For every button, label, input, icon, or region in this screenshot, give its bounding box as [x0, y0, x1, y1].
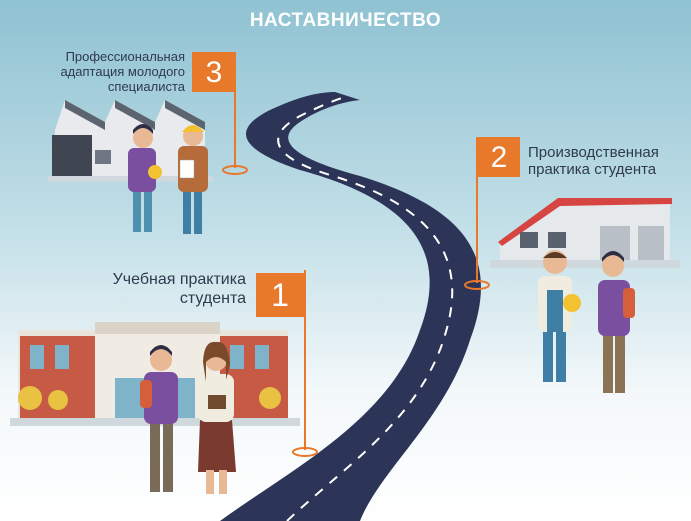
stage-3-label-line: адаптация молодого: [60, 64, 185, 79]
page-title: НАСТАВНИЧЕСТВО: [249, 10, 442, 31]
stage-2-label-line: практика студента: [528, 161, 657, 178]
stage-2-label-line: Производственная: [528, 144, 659, 161]
flag-2-number: 2: [490, 141, 508, 174]
stage-1-label-line: Учебная практика: [112, 271, 246, 288]
stage-3-label-line: специалиста: [107, 79, 185, 94]
winding-road: [220, 92, 481, 521]
stage1-people: [140, 341, 236, 494]
stage3-people: [128, 124, 208, 234]
flag-3-number: 3: [205, 56, 223, 89]
stage-1-label: Учебная практика студента: [113, 270, 246, 308]
stage-3-label-line: Профессиональная: [65, 49, 185, 64]
stage2-people: [538, 250, 635, 393]
stage-3-label: Профессиональная адаптация молодого спец…: [60, 49, 185, 94]
stage-2-label: Производственная практика студента: [528, 144, 659, 178]
flag-1: [256, 270, 318, 457]
flag-3: [192, 52, 248, 175]
factory-building: [490, 198, 680, 268]
stage-1-label-line: студента: [179, 290, 246, 307]
flag-1-number: 1: [271, 277, 289, 313]
flag-2: [464, 137, 520, 290]
